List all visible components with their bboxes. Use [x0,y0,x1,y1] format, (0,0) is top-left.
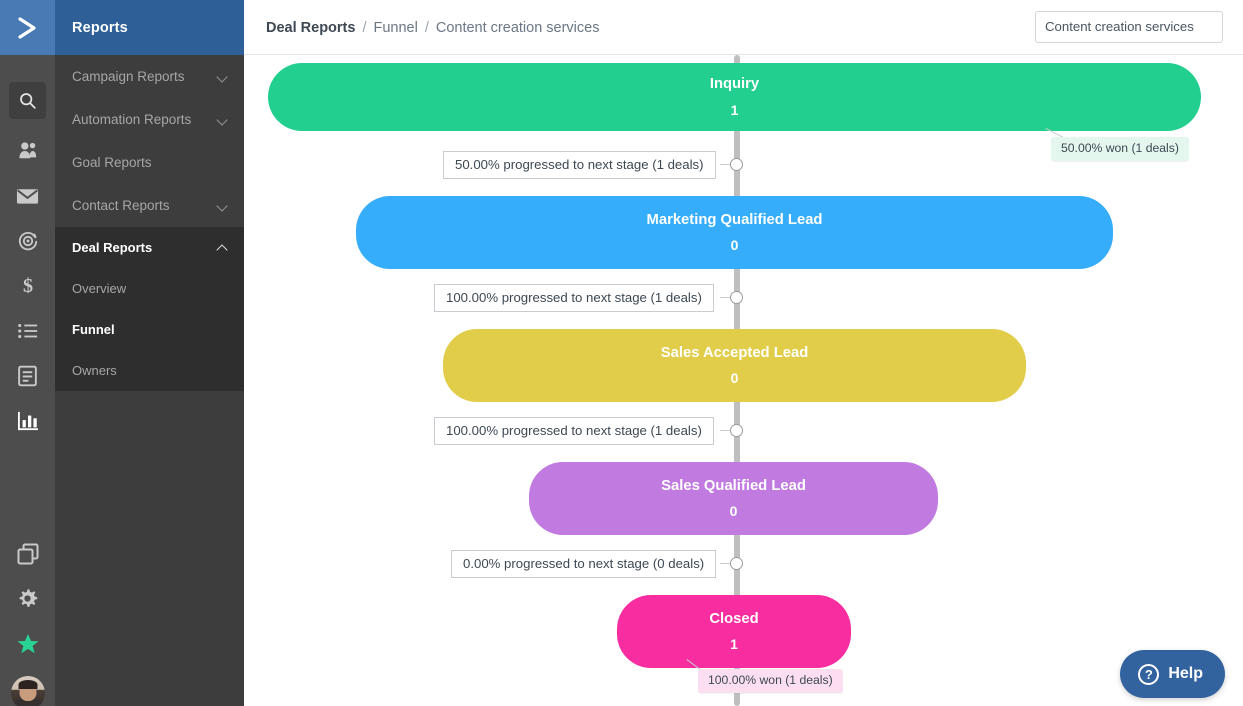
breadcrumb-item-deal-reports[interactable]: Deal Reports [266,19,356,36]
breadcrumb-separator: / [362,19,367,36]
list-icon[interactable] [0,308,55,353]
node-stub [720,297,730,298]
deal-reports-group: Deal Reports Overview Funnel Owners [55,227,244,391]
funnel-chart: Inquiry 1 50.00% won (1 deals) 50.00% pr… [244,55,1243,706]
stage-name: Marketing Qualified Lead [646,211,823,228]
svg-text:$: $ [22,275,32,297]
secondary-sidebar: Reports Campaign Reports Automation Repo… [55,0,244,706]
funnel-transition-4: 0.00% progressed to next stage (0 deals) [451,550,717,578]
breadcrumb-item-funnel[interactable]: Funnel [373,19,418,36]
won-badge-closed: 100.00% won (1 deals) [698,669,843,693]
breadcrumb-item-pipeline: Content creation services [435,19,600,36]
sidebar-subitem-label: Overview [72,281,127,296]
gear-icon[interactable] [0,576,55,621]
avatar[interactable] [10,676,45,706]
sidebar-item-label: Campaign Reports [72,69,185,84]
won-badge-inquiry: 50.00% won (1 deals) [1051,137,1189,161]
contacts-icon[interactable] [0,128,55,173]
sidebar-item-funnel[interactable]: Funnel [55,309,244,350]
app-logo-icon[interactable] [0,0,55,55]
stage-name: Inquiry [709,76,760,93]
funnel-stage-sales-qualified-lead[interactable]: Sales Qualified Lead 0 [529,462,938,535]
bar-chart-icon[interactable] [0,398,55,443]
chevron-down-icon [217,71,228,82]
sidebar-item-label: Deal Reports [72,240,153,255]
pages-icon[interactable] [0,531,55,576]
funnel-transition-1: 50.00% progressed to next stage (1 deals… [443,151,716,179]
stage-name: Closed [709,610,759,627]
question-mark-icon: ? [1138,663,1160,685]
stage-count: 0 [729,503,738,520]
chevron-down-icon [217,200,228,211]
stage-count: 1 [730,101,739,118]
forms-icon[interactable] [0,353,55,398]
pipeline-select[interactable]: Content creation services [1035,11,1223,43]
dollar-icon[interactable]: $ [0,263,55,308]
funnel-stage-inquiry[interactable]: Inquiry 1 [268,63,1201,131]
stage-name: Sales Qualified Lead [661,477,806,494]
funnel-transition-3: 100.00% progressed to next stage (1 deal… [434,417,714,445]
chevron-up-icon [217,242,228,253]
sidebar-item-contact-reports[interactable]: Contact Reports [55,184,244,227]
primary-icon-rail: $ [0,0,55,706]
help-label: Help [1168,665,1203,682]
funnel-stage-marketing-qualified-lead[interactable]: Marketing Qualified Lead 0 [356,196,1113,269]
breadcrumb: Deal Reports / Funnel / Content creation… [266,0,599,55]
search-icon[interactable] [9,82,46,119]
envelope-icon[interactable] [0,173,55,218]
help-button[interactable]: ? Help [1120,650,1225,698]
funnel-stage-closed[interactable]: Closed 1 [617,595,851,668]
breadcrumb-separator: / [424,19,429,36]
node-stub [720,430,730,431]
stage-count: 0 [730,237,739,254]
automations-icon[interactable] [0,218,55,263]
sidebar-item-campaign-reports[interactable]: Campaign Reports [55,55,244,98]
node-stub [720,164,730,165]
node-stub [720,563,730,564]
sidebar-item-goal-reports[interactable]: Goal Reports [55,141,244,184]
sidebar-item-label: Contact Reports [72,198,170,213]
funnel-node-3[interactable] [730,424,743,437]
sidebar-item-overview[interactable]: Overview [55,268,244,309]
chevron-down-icon [217,114,228,125]
funnel-node-4[interactable] [730,557,743,570]
stage-count: 1 [730,636,738,653]
sidebar-item-deal-reports[interactable]: Deal Reports [55,227,244,268]
stage-name: Sales Accepted Lead [660,344,809,361]
sidebar-item-label: Goal Reports [72,155,152,170]
stage-count: 0 [730,370,739,387]
star-icon[interactable] [0,621,55,666]
top-bar: Deal Reports / Funnel / Content creation… [244,0,1243,55]
sidebar-item-owners[interactable]: Owners [55,350,244,391]
sidebar-header: Reports [55,0,244,55]
sidebar-subitem-label: Owners [72,363,117,378]
funnel-transition-2: 100.00% progressed to next stage (1 deal… [434,284,714,312]
sidebar-item-automation-reports[interactable]: Automation Reports [55,98,244,141]
sidebar-subitem-label: Funnel [72,322,115,337]
funnel-node-2[interactable] [730,291,743,304]
funnel-stage-sales-accepted-lead[interactable]: Sales Accepted Lead 0 [443,329,1026,402]
sidebar-item-label: Automation Reports [72,112,192,127]
sidebar-title: Reports [72,19,128,36]
funnel-node-1[interactable] [730,158,743,171]
